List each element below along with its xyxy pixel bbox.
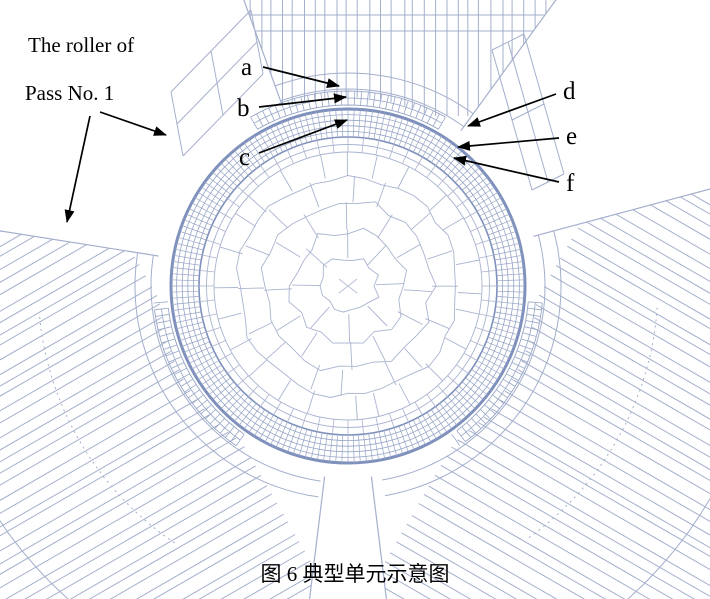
roller-label-line1: The roller of (28, 33, 134, 57)
label-e-arrow (457, 137, 560, 151)
annotations: The roller of Pass No. 1 a b c d e f 图 6… (25, 33, 577, 586)
roller-label-line2: Pass No. 1 (25, 81, 114, 105)
roller-arrow-to-top-roller (99, 111, 167, 136)
label-a: a (241, 54, 252, 81)
label-f-arrow (453, 155, 560, 183)
label-b-arrow (258, 93, 347, 108)
roller-arrow-to-left-roller (64, 115, 91, 223)
label-d-arrow (467, 93, 557, 127)
label-f: f (566, 170, 575, 197)
label-e: e (566, 123, 577, 150)
label-a-arrow (262, 66, 340, 88)
label-c-arrow (258, 119, 348, 154)
label-d: d (563, 78, 576, 105)
label-c: c (239, 144, 250, 171)
figure-caption: 图 6 典型单元示意图 (261, 562, 450, 586)
label-b: b (237, 95, 250, 122)
